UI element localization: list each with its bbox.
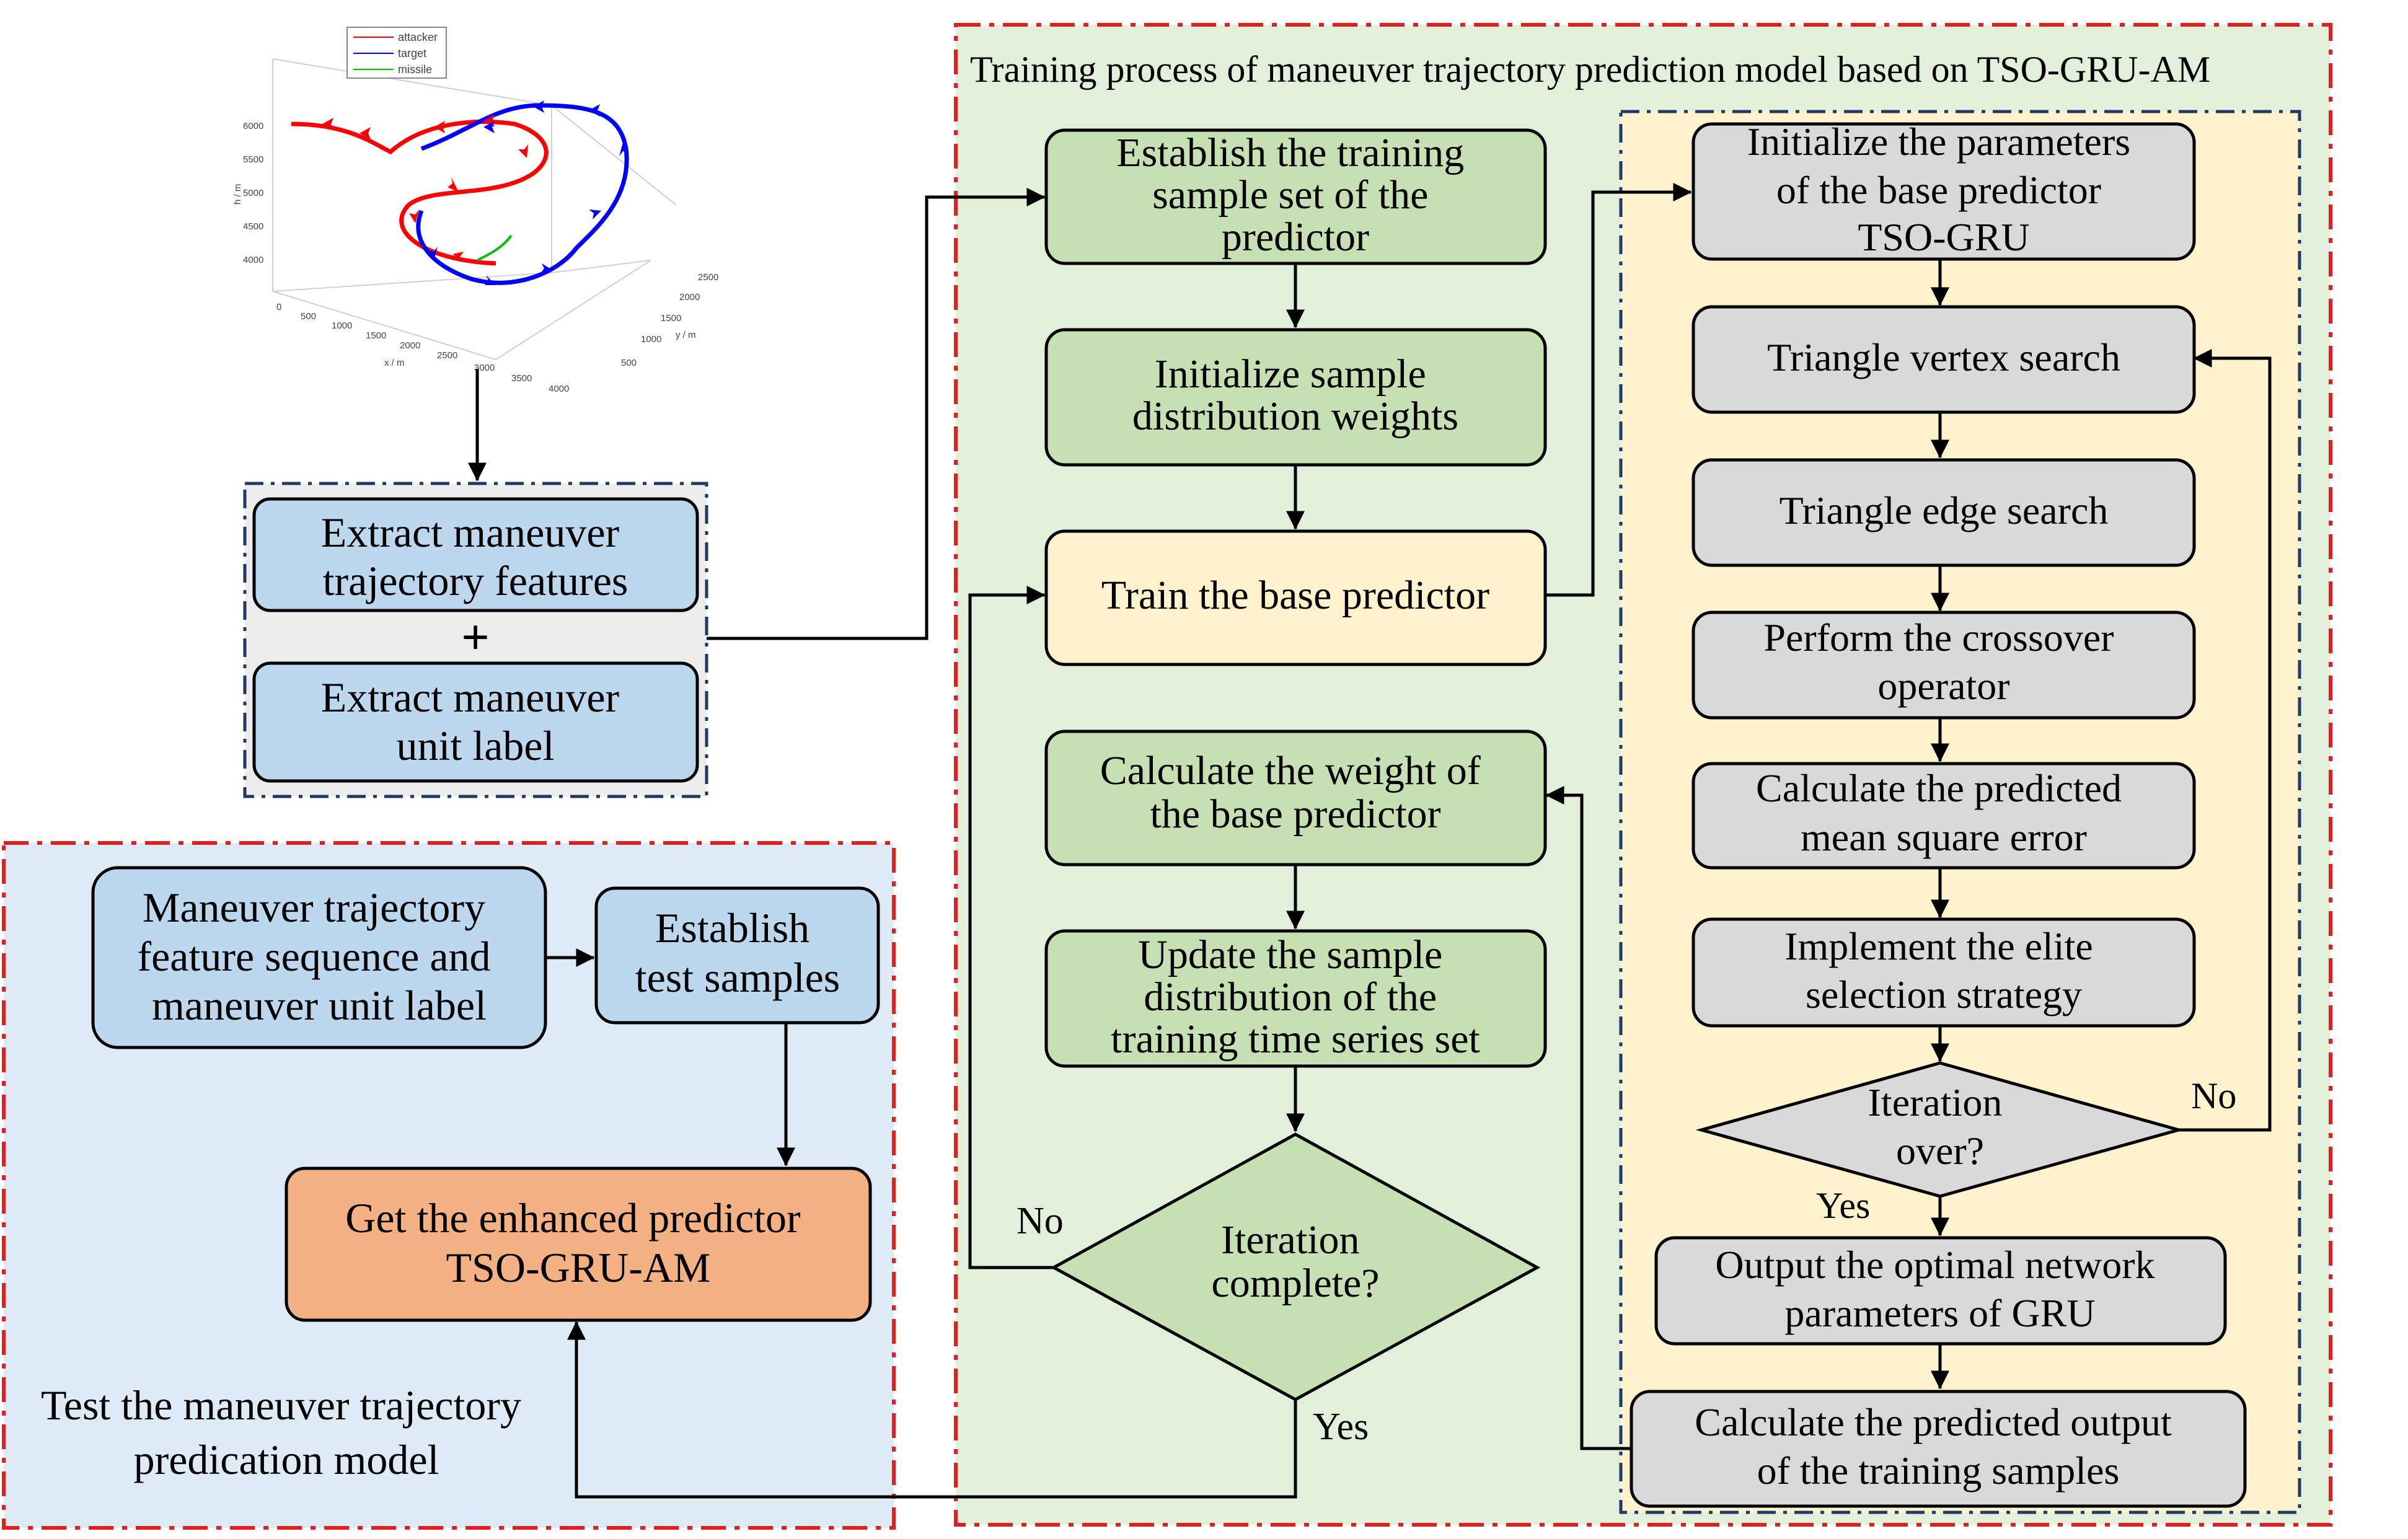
x-tick-1000: 1000: [332, 320, 352, 331]
extract-label-box: [252, 661, 699, 783]
sequence-box: [91, 866, 547, 1049]
extract-features-box: [252, 497, 699, 612]
enhanced-predictor-text: Get the enhanced predictor TSO-GRU-AM: [345, 1194, 811, 1291]
arrow-extract-to-training: [707, 188, 1046, 640]
edge-search-box: [1691, 458, 2196, 567]
x-axis-label: x / m: [384, 358, 405, 368]
update-dist-box: [1044, 929, 1547, 1068]
h-tick-5500: 5500: [243, 154, 263, 165]
iter-over-diamond: [1695, 1061, 2185, 1198]
target-trajectory: [416, 103, 629, 285]
y-tick-1000: 1000: [641, 334, 661, 345]
establish-set-box: [1044, 128, 1547, 265]
train-base-text: Train the base predictor: [1101, 573, 1489, 618]
crossover-text: Perform the crossover operator: [1763, 615, 2124, 708]
training-yes-label: Yes: [1313, 1406, 1369, 1448]
iter-complete-text: Iteration complete?: [1211, 1217, 1379, 1306]
attacker-trajectory: [291, 120, 549, 266]
missile-trajectory: [477, 234, 513, 262]
mse-text: Calculate the predicted mean square erro…: [1756, 766, 2132, 859]
init-weights-box: [1044, 328, 1547, 467]
y-tick-1500: 1500: [661, 313, 681, 324]
tso-no-label: No: [2191, 1075, 2236, 1116]
arrow-predicted-to-calc: [1545, 786, 1631, 1450]
x-tick-1500: 1500: [366, 330, 386, 341]
iter-over-text: Iteration over?: [1868, 1080, 2013, 1173]
calc-weight-box: [1044, 730, 1547, 867]
legend-attacker: attacker: [398, 31, 438, 43]
establish-test-text: Establish test samples: [635, 904, 840, 1001]
arrow-no-loop: [968, 586, 1054, 1269]
init-params-text: Initialize the parameters of the base pr…: [1747, 120, 2140, 259]
x-tick-4000: 4000: [549, 384, 569, 394]
vertex-search-text: Triangle vertex search: [1767, 335, 2120, 379]
x-tick-0: 0: [276, 302, 281, 312]
training-no-label: No: [1017, 1200, 1064, 1242]
vertex-search-box: [1691, 305, 2196, 414]
predicted-output-box: [1630, 1390, 2247, 1508]
legend-target: target: [398, 47, 426, 60]
h-tick-6000: 6000: [243, 121, 263, 131]
y-tick-2000: 2000: [679, 292, 700, 302]
y-tick-2500: 2500: [698, 272, 718, 283]
arrow-train-to-tso: [1546, 183, 1692, 597]
h-tick-4000: 4000: [243, 255, 263, 265]
x-tick-2500: 2500: [437, 350, 457, 361]
extract-features-text: Extract maneuver trajectory features: [321, 509, 630, 604]
establish-set-text: Establish the training sample set of the…: [1116, 130, 1474, 260]
plus-sign: +: [461, 611, 490, 665]
arrow-yes-to-enhanced: [567, 1321, 1297, 1499]
x-tick-2000: 2000: [400, 340, 420, 351]
init-params-box: [1691, 122, 2196, 261]
mse-box: [1691, 762, 2196, 870]
x-tick-3500: 3500: [511, 373, 532, 384]
training-panel-title: Training process of maneuver trajectory …: [970, 49, 2210, 90]
elite-text: Implement the elite selection strategy: [1784, 924, 2103, 1016]
enhanced-predictor-box: [284, 1166, 872, 1322]
y-axis-label: y / m: [676, 330, 696, 340]
extract-label-text: Extract maneuver unit label: [321, 674, 630, 769]
test-panel-title: Test the maneuver trajectory predication…: [41, 1382, 532, 1483]
x-tick-500: 500: [301, 311, 316, 322]
sequence-text: Maneuver trajectory feature sequence and…: [137, 884, 501, 1029]
legend-missile: missile: [398, 63, 432, 76]
establish-test-box: [594, 886, 880, 1025]
elite-box: [1691, 917, 2196, 1028]
tso-yes-label: Yes: [1816, 1185, 1870, 1226]
h-tick-5000: 5000: [243, 188, 263, 198]
arrow-tso-no-loop: [2179, 349, 2272, 1132]
output-params-box: [1654, 1236, 2227, 1346]
h-tick-4500: 4500: [243, 221, 263, 232]
calc-weight-text: Calculate the weight of the base predict…: [1100, 748, 1491, 837]
train-base-box: [1044, 529, 1547, 666]
h-axis-label: h / m: [232, 184, 243, 205]
update-dist-text: Update the sample distribution of the tr…: [1111, 932, 1480, 1062]
predicted-output-text: Calculate the predicted output of the tr…: [1695, 1400, 2182, 1493]
x-tick-3000: 3000: [474, 363, 495, 373]
output-params-text: Output the optimal network parameters of…: [1715, 1243, 2164, 1335]
trajectory-plot: attacker target missile 6000 5500 5000 4…: [232, 27, 718, 394]
iter-complete-diamond: [1050, 1132, 1541, 1401]
crossover-box: [1691, 611, 2196, 720]
edge-search-text: Triangle edge search: [1780, 488, 2109, 532]
init-weights-text: Initialize sample distribution weights: [1132, 351, 1458, 439]
y-tick-500: 500: [621, 358, 637, 368]
